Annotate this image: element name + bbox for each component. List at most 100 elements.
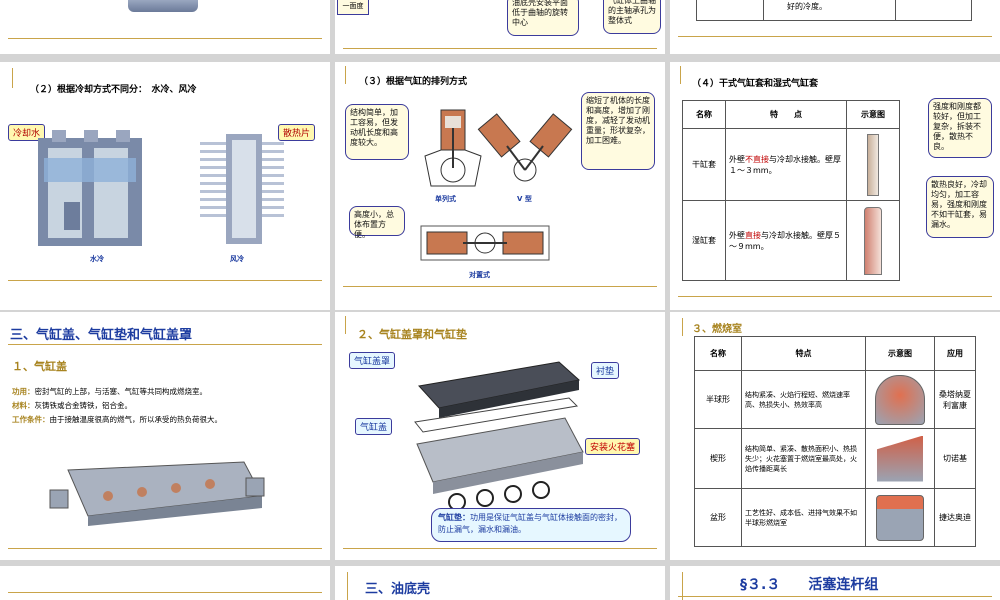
row-name: 盆形	[694, 488, 742, 547]
slide-cooling-methods[interactable]: （２）根据冷却方式不同分： 水冷、风冷 冷却水 水冷 散热片 风冷	[0, 62, 330, 310]
slide-cylinder-liners[interactable]: （４）干式气缸套和湿式气缸套 名称 特 点 示意图 干缸套 外壁不直接与冷却水接…	[670, 62, 1000, 310]
head-assembly-image	[414, 361, 584, 511]
header-diagram: 示意图	[846, 100, 900, 129]
callout-wet-liner: 散热良好，冷却均匀，加工容易，强度和刚度不如干缸套，易漏水。	[926, 176, 994, 238]
caption-inline: 单列式	[435, 195, 456, 203]
caption-v: V 型	[517, 195, 532, 203]
tag-cooling-water: 冷却水	[8, 124, 46, 141]
divider	[8, 280, 322, 281]
slide-title: ３、燃烧室	[692, 324, 742, 335]
callout-dry-liner: 强度和刚度都较好，但加工复杂，拆装不便，散热不良。	[928, 98, 992, 158]
label-box: 一面度	[337, 0, 369, 15]
slide-bottom-left[interactable]	[0, 566, 330, 600]
row-feature: 工艺性好、成本低、进排气效果不如半球形燃烧室	[741, 488, 866, 547]
slide-title: ２、气缸盖罩和气缸垫	[357, 328, 467, 341]
callout-oil-pan: 油底壳安装平面低于曲轴的旋转中心	[507, 0, 579, 36]
table-header-row: 名称 特点 示意图 应用	[694, 336, 976, 371]
bathtub-diagram	[865, 488, 935, 547]
slide-title: §３.３ 活塞连杆组	[740, 577, 879, 593]
cylinder-head-image	[49, 461, 265, 526]
slide-title: 三、气缸盖、气缸垫和气缸盖罩	[10, 328, 193, 343]
caption-water-cooled: 水冷	[90, 255, 104, 263]
slide-title: 三、油底壳	[365, 582, 431, 597]
liner-table: 名称 特 点 示意图 干缸套 外壁不直接与冷却水接触。壁厚１～３mm。 湿缸套 …	[682, 100, 900, 281]
table-text: 好的冷度。	[787, 2, 827, 11]
callout-main-bearing: 气缸体上曲轴的主轴承孔为整体式	[603, 0, 661, 34]
callout-inline: 结构简单，加工容易，但发动机长度和高度较大。	[345, 104, 409, 160]
slide-cylinder-head[interactable]: 三、气缸盖、气缸垫和气缸盖罩 １、气缸盖 功用：密封气缸的上部，与活塞、气缸等共…	[0, 312, 330, 560]
header-name: 名称	[694, 336, 742, 371]
header-feature: 特 点	[725, 100, 847, 129]
wet-liner-diagram	[846, 200, 900, 281]
engine-block-image	[128, 0, 198, 12]
callout-v: 缩短了机体的长度和高度，增加了刚度，减轻了发动机重量；形状复杂，加工困难。	[581, 92, 655, 170]
slide-title: （２）根据冷却方式不同分： 水冷、风冷	[30, 85, 197, 95]
row-name: 干缸套	[682, 128, 726, 201]
header-application: 应用	[934, 336, 976, 371]
row-feature: 外壁直接与冷却水接触。壁厚５～９mm。	[725, 200, 847, 281]
title-bar	[682, 318, 683, 336]
tag-head-cover: 气缸盖罩	[349, 352, 396, 369]
table-row: 湿缸套 外壁直接与冷却水接触。壁厚５～９mm。	[682, 200, 900, 281]
v-engine-diagram	[477, 113, 573, 182]
tag-gasket: 衬垫	[591, 362, 620, 379]
header-feature: 特点	[741, 336, 866, 371]
title-bar	[347, 572, 348, 600]
divider	[8, 592, 322, 593]
divider	[678, 36, 992, 37]
tag-cooling-fin: 散热片	[278, 124, 316, 141]
dry-liner-diagram	[846, 128, 900, 201]
slide-top-right[interactable]: 好的冷度。	[670, 0, 1000, 54]
tag-cylinder-head: 气缸盖	[355, 418, 393, 435]
row-feature: 结构简单、紧凑、散热面积小、热损失少；火花塞置于燃烧室最高处，火焰传播距离长	[741, 428, 866, 489]
table-row: 盆形 工艺性好、成本低、进排气效果不如半球形燃烧室 捷达奥迪	[694, 488, 976, 547]
divider	[678, 596, 992, 597]
condition-line: 工作条件：由于接触温度很高的燃气，所以承受的热负荷很大。	[12, 415, 222, 424]
slide-cylinder-arrangement[interactable]: （３）根据气缸的排列方式 结构简单，加工容易，但发动机长度和高度较大。 单列式 …	[335, 62, 665, 310]
water-cooled-block-image	[38, 130, 142, 246]
title-bar	[682, 572, 683, 600]
slide-title: （３）根据气缸的排列方式	[359, 77, 468, 87]
divider	[678, 296, 992, 297]
table-fragment: 好的冷度。	[696, 0, 972, 21]
header-name: 名称	[682, 100, 726, 129]
slide-top-middle[interactable]: 一面度 油底壳安装平面低于曲轴的旋转中心 气缸体上曲轴的主轴承孔为整体式	[335, 0, 665, 54]
table-row: 干缸套 外壁不直接与冷却水接触。壁厚１～３mm。	[682, 128, 900, 201]
title-underline	[8, 344, 322, 345]
title-bar	[345, 66, 346, 84]
gasket-note-text: 功用是保证气缸盖与气缸体接触面的密封，防止漏气，漏水和漏油。	[438, 513, 622, 534]
divider	[343, 48, 657, 49]
row-application: 捷达奥迪	[934, 488, 976, 547]
row-name: 半球形	[694, 370, 742, 429]
gasket-note: 气缸垫：功用是保证气缸盖与气缸体接触面的密封，防止漏气，漏水和漏油。	[431, 508, 631, 542]
title-bar	[12, 68, 13, 88]
divider	[343, 548, 657, 549]
table-row: 半球形 结构紧凑、火焰行程短、燃烧速率高、热损失小、热效率高 桑塔纳夏利富康	[694, 370, 976, 429]
slide-combustion-chamber[interactable]: ３、燃烧室 名称 特点 示意图 应用 半球形 结构紧凑、火焰行程短、燃烧速率高、…	[670, 312, 1000, 560]
slide-top-left[interactable]	[0, 0, 330, 54]
divider	[8, 38, 322, 39]
caption-air-cooled: 风冷	[230, 255, 244, 263]
row-feature: 结构紧凑、火焰行程短、燃烧速率高、热损失小、热效率高	[741, 370, 866, 429]
table-header-row: 名称 特 点 示意图	[682, 100, 900, 129]
callout-flat: 高度小，总体布置方便。	[349, 206, 405, 239]
slide-head-cover-gasket[interactable]: ２、气缸盖罩和气缸垫 气缸盖罩 衬垫 气缸盖 安装火花塞 气缸垫：功用是保证气缸…	[335, 312, 665, 560]
slide-oil-pan[interactable]: 三、油底壳	[335, 566, 665, 600]
material-line: 材料：灰铸铁或合金铸铁，铝合金。	[12, 401, 132, 410]
row-application: 桑塔纳夏利富康	[934, 370, 976, 429]
title-bar	[345, 316, 346, 334]
slide-piston-group[interactable]: §３.３ 活塞连杆组	[670, 566, 1000, 600]
divider	[8, 548, 322, 549]
combustion-table: 名称 特点 示意图 应用 半球形 结构紧凑、火焰行程短、燃烧速率高、热损失小、热…	[694, 336, 976, 547]
title-bar	[680, 66, 681, 84]
row-name: 楔形	[694, 428, 742, 489]
hemispherical-diagram	[865, 370, 935, 429]
slide-title: （４）干式气缸套和湿式气缸套	[692, 79, 819, 89]
flat-engine-diagram	[420, 225, 550, 261]
gasket-note-label: 气缸垫：	[438, 513, 470, 522]
divider	[343, 286, 657, 287]
wedge-diagram	[865, 428, 935, 489]
tag-spark-plug: 安装火花塞	[585, 438, 641, 455]
row-name: 湿缸套	[682, 200, 726, 281]
air-cooled-block-image	[200, 134, 284, 244]
